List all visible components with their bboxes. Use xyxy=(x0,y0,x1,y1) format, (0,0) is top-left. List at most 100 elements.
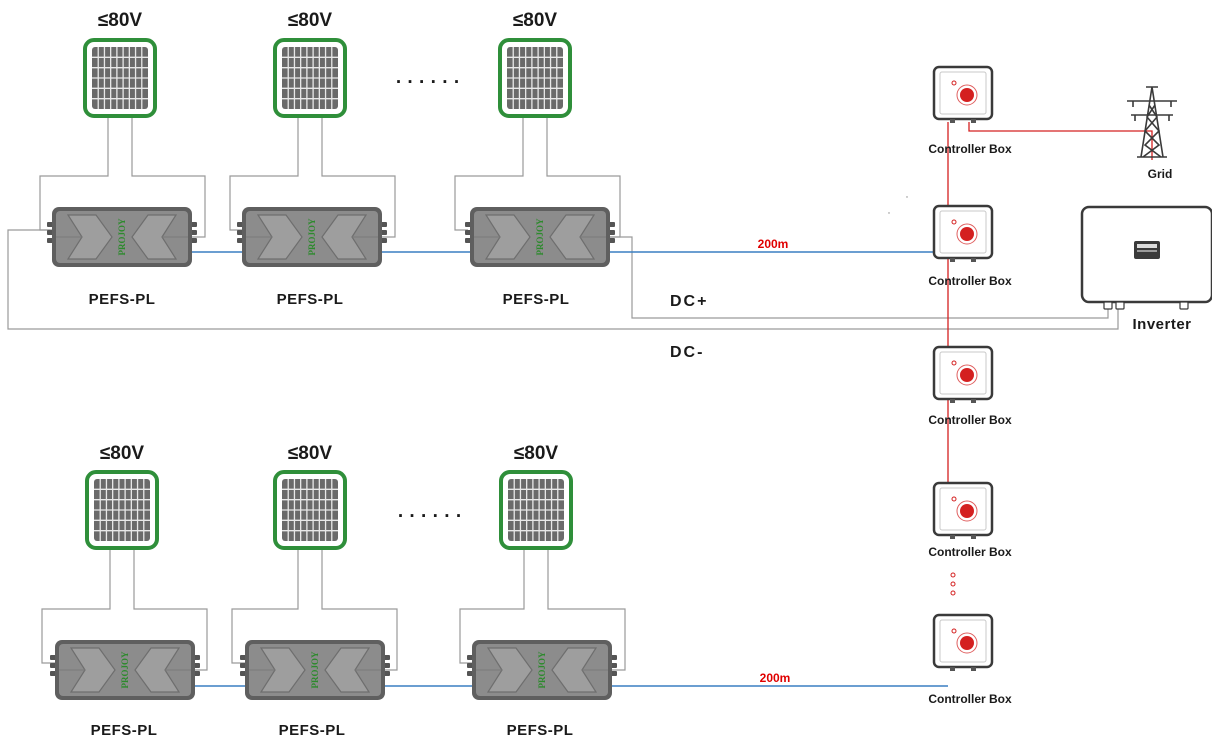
controller-panel xyxy=(939,351,987,395)
brand-label: PROJOY xyxy=(535,218,545,255)
controller-button[interactable] xyxy=(960,88,974,102)
device-terminal xyxy=(381,222,387,227)
continuation-dot xyxy=(950,590,956,596)
device-terminal xyxy=(465,230,471,235)
controller-label: Controller Box xyxy=(928,413,1012,427)
voltage-label: ≤80V xyxy=(513,10,558,31)
panel-lead-wire xyxy=(459,548,525,664)
device-terminal xyxy=(467,663,473,668)
controller-button[interactable] xyxy=(960,368,974,382)
controller-box-icon xyxy=(932,613,994,671)
distance-label: 200m xyxy=(758,237,789,251)
controller-led xyxy=(951,360,957,366)
device-terminal xyxy=(240,655,246,660)
brand-label: PROJOY xyxy=(307,218,317,255)
device-terminal xyxy=(465,222,471,227)
controller-box-icon xyxy=(932,204,994,262)
panel-lead-wire xyxy=(321,548,398,671)
controller-panel xyxy=(939,210,987,254)
device-terminal xyxy=(240,663,246,668)
shutdown-device-icon: PROJOY xyxy=(237,207,387,267)
inverter-display-line xyxy=(1137,250,1157,252)
device-terminal xyxy=(47,238,53,243)
voltage-label: ≤80V xyxy=(98,10,143,31)
controller-terminal xyxy=(971,667,976,671)
voltage-label: ≤80V xyxy=(288,10,333,31)
controller-terminal xyxy=(950,258,955,262)
device-label: PEFS-PL xyxy=(279,722,346,739)
controller-button[interactable] xyxy=(960,636,974,650)
brand-label: PROJOY xyxy=(120,651,130,688)
device-label: PEFS-PL xyxy=(503,291,570,308)
brand-label: PROJOY xyxy=(117,218,127,255)
components-layer: PROJOY PROJOY PROJOY PROJOY PROJOY PROJOY xyxy=(47,38,1212,700)
device-terminal xyxy=(237,230,243,235)
continuation-dot xyxy=(950,572,956,578)
solar-panel-icon xyxy=(273,38,347,118)
voltage-label: ≤80V xyxy=(514,443,559,464)
inverter-terminal xyxy=(1179,301,1189,310)
solar-panel-icon xyxy=(85,470,159,550)
voltage-label: ≤80V xyxy=(288,443,333,464)
device-terminal xyxy=(194,655,200,660)
inverter-terminal xyxy=(1103,301,1113,310)
controller-terminal xyxy=(971,535,976,539)
solar-panel-icon xyxy=(498,38,572,118)
device-terminal xyxy=(609,230,615,235)
device-terminal xyxy=(47,222,53,227)
controller-button[interactable] xyxy=(960,504,974,518)
grid-wire xyxy=(968,122,1153,160)
controller-label: Controller Box xyxy=(928,274,1012,288)
dc-minus-wire xyxy=(7,229,1119,330)
wiring-layer xyxy=(7,116,1153,687)
dc-minus-label: DC- xyxy=(670,344,704,361)
shutdown-device-icon: PROJOY xyxy=(240,640,390,700)
labels-layer: ≤80V ≤80V ≤80V ≤80V ≤80V ≤80V PEFS-PL PEFS-PL PE… xyxy=(89,10,1191,739)
panel-lead-wire xyxy=(229,116,299,231)
controller-terminal xyxy=(950,535,955,539)
shutdown-device-icon: PROJOY xyxy=(47,207,197,267)
device-terminal xyxy=(381,238,387,243)
device-terminal xyxy=(191,230,197,235)
controller-terminal xyxy=(950,667,955,671)
panel-lead-wire xyxy=(454,116,524,231)
brand-label: PROJOY xyxy=(310,651,320,688)
device-terminal xyxy=(611,663,617,668)
stray-dot xyxy=(906,196,908,198)
controller-panel xyxy=(939,487,987,531)
device-terminal xyxy=(194,663,200,668)
tower-frame xyxy=(1127,86,1177,158)
panel-lead-wire xyxy=(231,548,299,664)
tower-base xyxy=(1137,86,1167,158)
tower-lattice xyxy=(1142,104,1162,158)
controller-terminal xyxy=(950,399,955,403)
device-terminal xyxy=(609,238,615,243)
controller-led xyxy=(951,219,957,225)
device-terminal xyxy=(50,655,56,660)
shutdown-device-icon: PROJOY xyxy=(50,640,200,700)
voltage-label: ≤80V xyxy=(100,443,145,464)
stray-dot xyxy=(888,212,890,214)
panel-lead-wire xyxy=(547,548,626,671)
device-label: PEFS-PL xyxy=(277,291,344,308)
device-terminal xyxy=(384,655,390,660)
shutdown-device-icon: PROJOY xyxy=(465,207,615,267)
shutdown-device-icon: PROJOY xyxy=(467,640,617,700)
solar-panel-icon xyxy=(83,38,157,118)
controller-terminal xyxy=(971,258,976,262)
ellipsis-label: · · · · · · xyxy=(398,506,462,527)
controller-box-icon xyxy=(932,345,994,403)
dc-plus-label: DC+ xyxy=(670,293,708,310)
inverter-display-line xyxy=(1137,244,1157,248)
panel-lead-wire xyxy=(131,116,206,238)
device-terminal xyxy=(381,230,387,235)
controller-box-icon xyxy=(932,481,994,539)
controller-led xyxy=(951,80,957,86)
controller-button[interactable] xyxy=(960,227,974,241)
controller-terminal xyxy=(971,119,976,123)
ellipsis-label: · · · · · · xyxy=(396,72,460,93)
device-label: PEFS-PL xyxy=(91,722,158,739)
device-terminal xyxy=(467,671,473,676)
device-terminal xyxy=(611,655,617,660)
